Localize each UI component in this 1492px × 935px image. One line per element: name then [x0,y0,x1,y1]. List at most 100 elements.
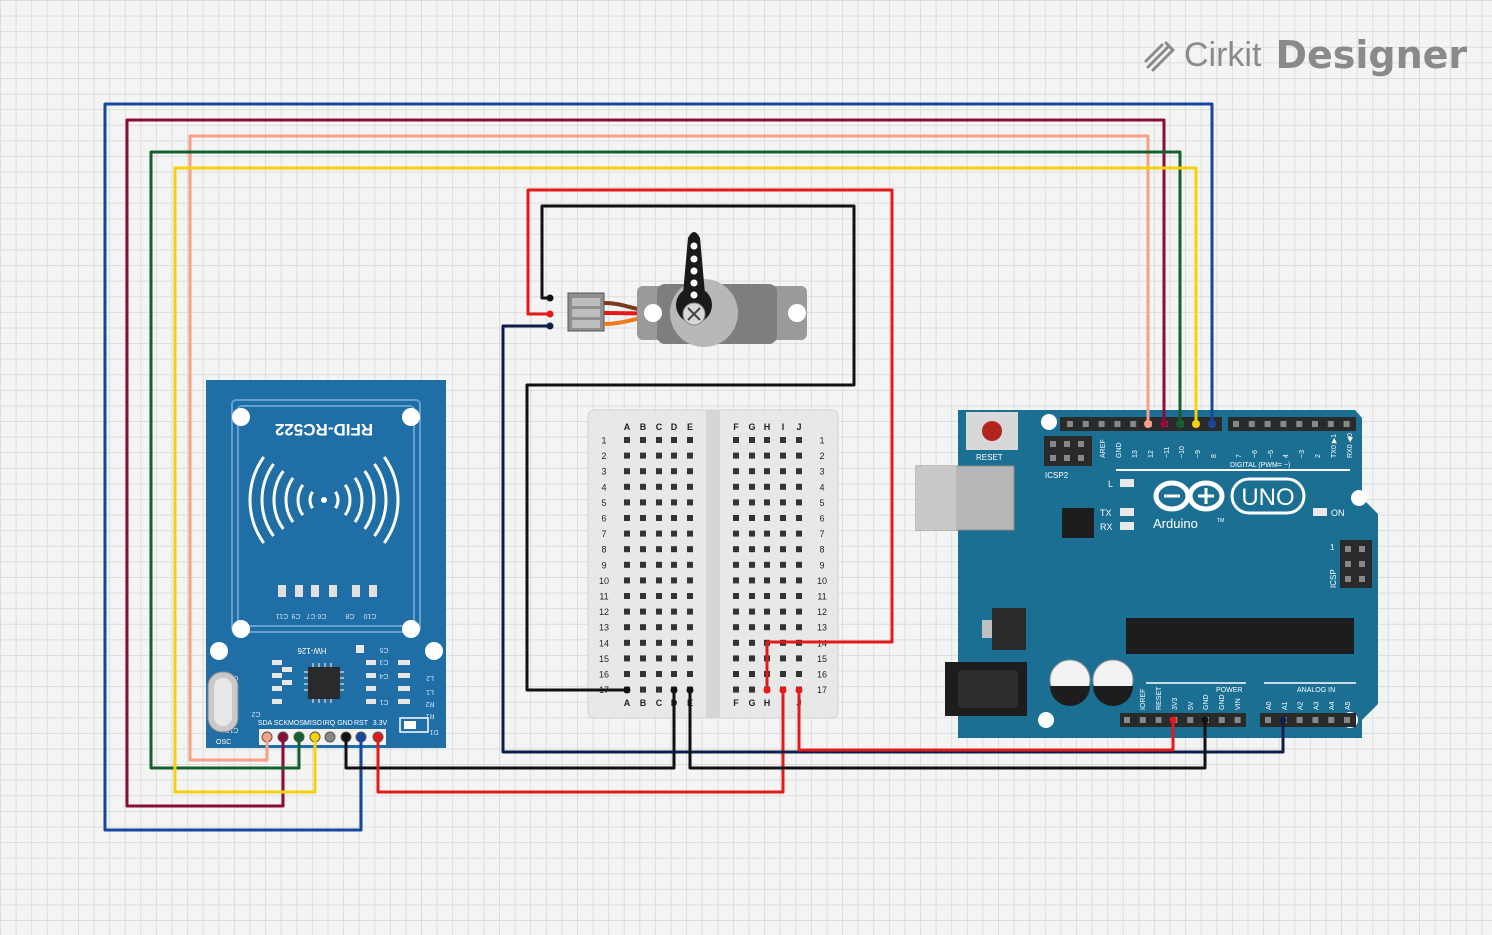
breadboard-hole[interactable] [749,468,755,475]
breadboard-hole[interactable] [764,483,770,490]
breadboard-hole[interactable] [640,483,646,490]
breadboard-hole[interactable] [671,499,677,506]
breadboard-hole[interactable] [796,546,802,553]
breadboard-hole[interactable] [624,483,630,490]
breadboard-hole[interactable] [624,546,630,553]
servo-motor[interactable] [567,232,807,347]
breadboard-hole[interactable] [749,671,755,677]
breadboard-hole[interactable] [764,530,770,537]
breadboard-hole[interactable] [671,593,677,599]
digital-pin[interactable] [1296,421,1303,427]
breadboard-hole[interactable] [640,624,646,631]
breadboard-hole[interactable] [656,530,662,537]
breadboard-hole[interactable] [764,608,770,615]
breadboard-hole[interactable] [749,639,755,646]
breadboard-hole[interactable] [749,577,755,584]
breadboard-hole[interactable] [796,671,802,677]
arduino-uno[interactable]: RESET ICSP2 ICSP 1 L TX [915,410,1378,738]
breadboard-hole[interactable] [656,608,662,615]
breadboard-hole[interactable] [796,452,802,459]
breadboard-hole[interactable] [656,561,662,568]
breadboard-hole[interactable] [733,437,739,443]
breadboard-hole[interactable] [749,593,755,599]
breadboard-hole[interactable] [640,671,646,677]
breadboard-hole[interactable] [780,437,786,443]
breadboard-hole[interactable] [780,655,786,662]
breadboard-hole[interactable] [780,515,786,521]
analog-pin[interactable] [1328,717,1335,723]
breadboard-hole[interactable] [749,437,755,443]
breadboard-hole[interactable] [764,437,770,443]
breadboard-hole[interactable] [624,608,630,615]
digital-pin[interactable] [1082,421,1089,427]
breadboard-hole[interactable] [640,452,646,459]
breadboard-hole[interactable] [764,499,770,506]
breadboard-hole[interactable] [624,624,630,631]
breadboard-hole[interactable] [796,530,802,537]
rfid-pin[interactable] [324,731,336,743]
breadboard-hole[interactable] [671,561,677,568]
breadboard-hole[interactable] [796,561,802,568]
breadboard-hole[interactable] [733,468,739,475]
breadboard-hole[interactable] [671,577,677,584]
breadboard-hole[interactable] [749,452,755,459]
digital-pin[interactable] [1114,421,1121,427]
breadboard-hole[interactable] [780,608,786,615]
arduino-headers[interactable] [1060,417,1356,727]
breadboard-hole[interactable] [656,468,662,475]
breadboard-hole[interactable] [733,577,739,584]
breadboard-hole[interactable] [624,515,630,521]
breadboard-hole[interactable] [780,671,786,677]
breadboard-hole[interactable] [764,593,770,599]
breadboard-hole[interactable] [656,437,662,443]
breadboard-hole[interactable] [733,639,739,646]
breadboard-hole[interactable] [671,468,677,475]
breadboard-hole[interactable] [796,577,802,584]
breadboard-hole[interactable] [624,437,630,443]
digital-pin[interactable] [1098,421,1105,427]
breadboard-hole[interactable] [749,515,755,521]
breadboard-hole[interactable] [687,671,693,677]
breadboard-hole[interactable] [656,686,662,693]
breadboard-hole[interactable] [780,499,786,506]
breadboard-hole[interactable] [749,561,755,568]
breadboard-hole[interactable] [640,437,646,443]
breadboard-hole[interactable] [656,639,662,646]
analog-pin[interactable] [1296,717,1303,723]
breadboard-hole[interactable] [796,468,802,475]
breadboard-hole[interactable] [656,515,662,521]
breadboard-hole[interactable] [780,593,786,599]
breadboard-hole[interactable] [656,483,662,490]
breadboard-hole[interactable] [640,577,646,584]
breadboard-hole[interactable] [780,483,786,490]
breadboard-hole[interactable] [624,452,630,459]
breadboard-hole[interactable] [796,655,802,662]
breadboard-hole[interactable] [640,593,646,599]
breadboard-hole[interactable] [640,639,646,646]
breadboard-hole[interactable] [656,655,662,662]
breadboard-hole[interactable] [687,437,693,443]
power-pin[interactable] [1234,717,1241,723]
breadboard-hole[interactable] [624,577,630,584]
breadboard-hole[interactable] [733,655,739,662]
breadboard-hole[interactable] [687,483,693,490]
breadboard-hole[interactable] [624,499,630,506]
breadboard-hole[interactable] [749,499,755,506]
breadboard-hole[interactable] [796,608,802,615]
breadboard-hole[interactable] [656,499,662,506]
breadboard-hole[interactable] [640,608,646,615]
digital-pin[interactable] [1280,421,1287,427]
breadboard-hole[interactable] [656,452,662,459]
breadboard-hole[interactable] [733,686,739,693]
breadboard-hole[interactable] [796,483,802,490]
breadboard-hole[interactable] [687,577,693,584]
breadboard-hole[interactable] [733,452,739,459]
power-pin[interactable] [1218,717,1225,723]
breadboard-hole[interactable] [671,530,677,537]
breadboard-hole[interactable] [687,530,693,537]
breadboard-hole[interactable] [764,468,770,475]
breadboard-hole[interactable] [780,577,786,584]
breadboard-hole[interactable] [624,468,630,475]
breadboard-hole[interactable] [656,546,662,553]
breadboard-hole[interactable] [624,530,630,537]
